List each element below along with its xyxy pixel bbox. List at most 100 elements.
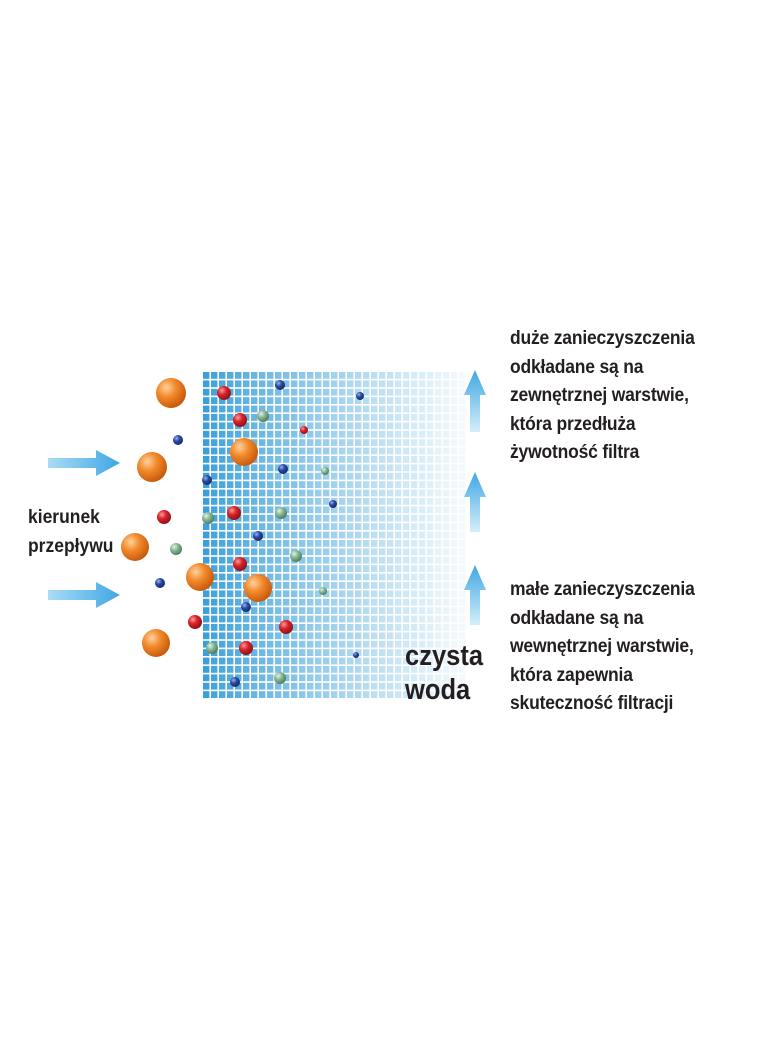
mesh-cell <box>379 422 386 430</box>
mesh-cell <box>395 506 402 514</box>
mesh-cell <box>411 489 418 497</box>
mesh-cell <box>387 640 394 648</box>
mesh-cell <box>299 506 306 514</box>
mesh-cell <box>211 523 218 530</box>
mesh-cell <box>363 531 370 539</box>
mesh-cell <box>203 489 210 497</box>
mesh-cell <box>203 598 210 606</box>
mesh-cell <box>435 632 442 640</box>
mesh-cell <box>307 632 314 640</box>
mesh-cell <box>379 624 386 631</box>
mesh-cell <box>275 372 282 379</box>
mesh-cell <box>403 447 410 455</box>
mesh-cell <box>227 531 234 539</box>
mesh-cell <box>211 598 218 606</box>
mesh-cell <box>451 666 458 673</box>
mesh-cell <box>347 531 354 539</box>
contaminant-particle <box>244 574 272 602</box>
mesh-cell <box>443 380 450 388</box>
mesh-cell <box>251 380 258 388</box>
mesh-cell <box>291 607 298 614</box>
mesh-cell <box>419 430 426 438</box>
mesh-cell <box>299 472 306 480</box>
mesh-cell <box>283 481 290 488</box>
mesh-cell <box>267 523 274 530</box>
mesh-cell <box>275 439 282 446</box>
mesh-cell <box>211 414 218 421</box>
mesh-cell <box>459 640 466 648</box>
mesh-cell <box>435 682 442 690</box>
mesh-cell <box>243 624 250 631</box>
mesh-cell <box>363 523 370 530</box>
mesh-cell <box>419 573 426 581</box>
contaminant-particle <box>142 629 170 657</box>
mesh-cell <box>339 573 346 581</box>
mesh-cell <box>355 607 362 614</box>
mesh-cell <box>331 472 338 480</box>
mesh-cell <box>395 472 402 480</box>
mesh-cell <box>419 464 426 472</box>
mesh-cell <box>251 649 258 656</box>
mesh-cell <box>371 531 378 539</box>
mesh-cell <box>283 682 290 690</box>
mesh-cell <box>251 657 258 665</box>
mesh-cell <box>347 674 354 682</box>
mesh-cell <box>307 464 314 472</box>
mesh-cell <box>427 666 434 673</box>
mesh-cell <box>299 414 306 421</box>
mesh-cell <box>251 548 258 556</box>
mesh-cell <box>283 674 290 682</box>
mesh-cell <box>283 548 290 556</box>
mesh-cell <box>315 598 322 606</box>
mesh-cell <box>451 682 458 690</box>
mesh-cell <box>403 624 410 631</box>
mesh-cell <box>411 422 418 430</box>
mesh-cell <box>227 682 234 690</box>
mesh-cell <box>315 439 322 446</box>
mesh-cell <box>387 573 394 581</box>
mesh-cell <box>451 456 458 463</box>
mesh-cell <box>387 556 394 564</box>
mesh-cell <box>363 682 370 690</box>
mesh-cell <box>427 615 434 623</box>
mesh-cell <box>443 506 450 514</box>
mesh-cell <box>235 649 242 656</box>
mesh-cell <box>451 540 458 547</box>
mesh-cell <box>283 447 290 455</box>
contaminant-particle <box>274 672 286 684</box>
mesh-cell <box>451 388 458 396</box>
mesh-cell <box>227 565 234 572</box>
mesh-cell <box>459 380 466 388</box>
mesh-cell <box>427 430 434 438</box>
mesh-cell <box>395 422 402 430</box>
mesh-cell <box>395 523 402 530</box>
mesh-cell <box>315 414 322 421</box>
mesh-cell <box>323 372 330 379</box>
mesh-cell <box>371 607 378 614</box>
mesh-cell <box>403 464 410 472</box>
mesh-cell <box>403 531 410 539</box>
contaminant-particle <box>319 587 327 595</box>
mesh-cell <box>251 397 258 404</box>
mesh-cell <box>211 666 218 673</box>
mesh-cell <box>299 397 306 404</box>
mesh-cell <box>387 607 394 614</box>
mesh-cell <box>379 640 386 648</box>
mesh-cell <box>451 439 458 446</box>
mesh-cell <box>387 464 394 472</box>
mesh-cell <box>211 556 218 564</box>
mesh-cell <box>395 372 402 379</box>
mesh-cell <box>315 422 322 430</box>
mesh-cell <box>419 582 426 589</box>
mesh-cell <box>211 372 218 379</box>
mesh-cell <box>387 632 394 640</box>
mesh-cell <box>347 523 354 530</box>
mesh-cell <box>331 405 338 413</box>
mesh-cell <box>403 481 410 488</box>
mesh-cell <box>299 531 306 539</box>
mesh-cell <box>235 632 242 640</box>
mesh-cell <box>235 472 242 480</box>
mesh-cell <box>331 481 338 488</box>
mesh-cell <box>371 380 378 388</box>
mesh-cell <box>251 472 258 480</box>
